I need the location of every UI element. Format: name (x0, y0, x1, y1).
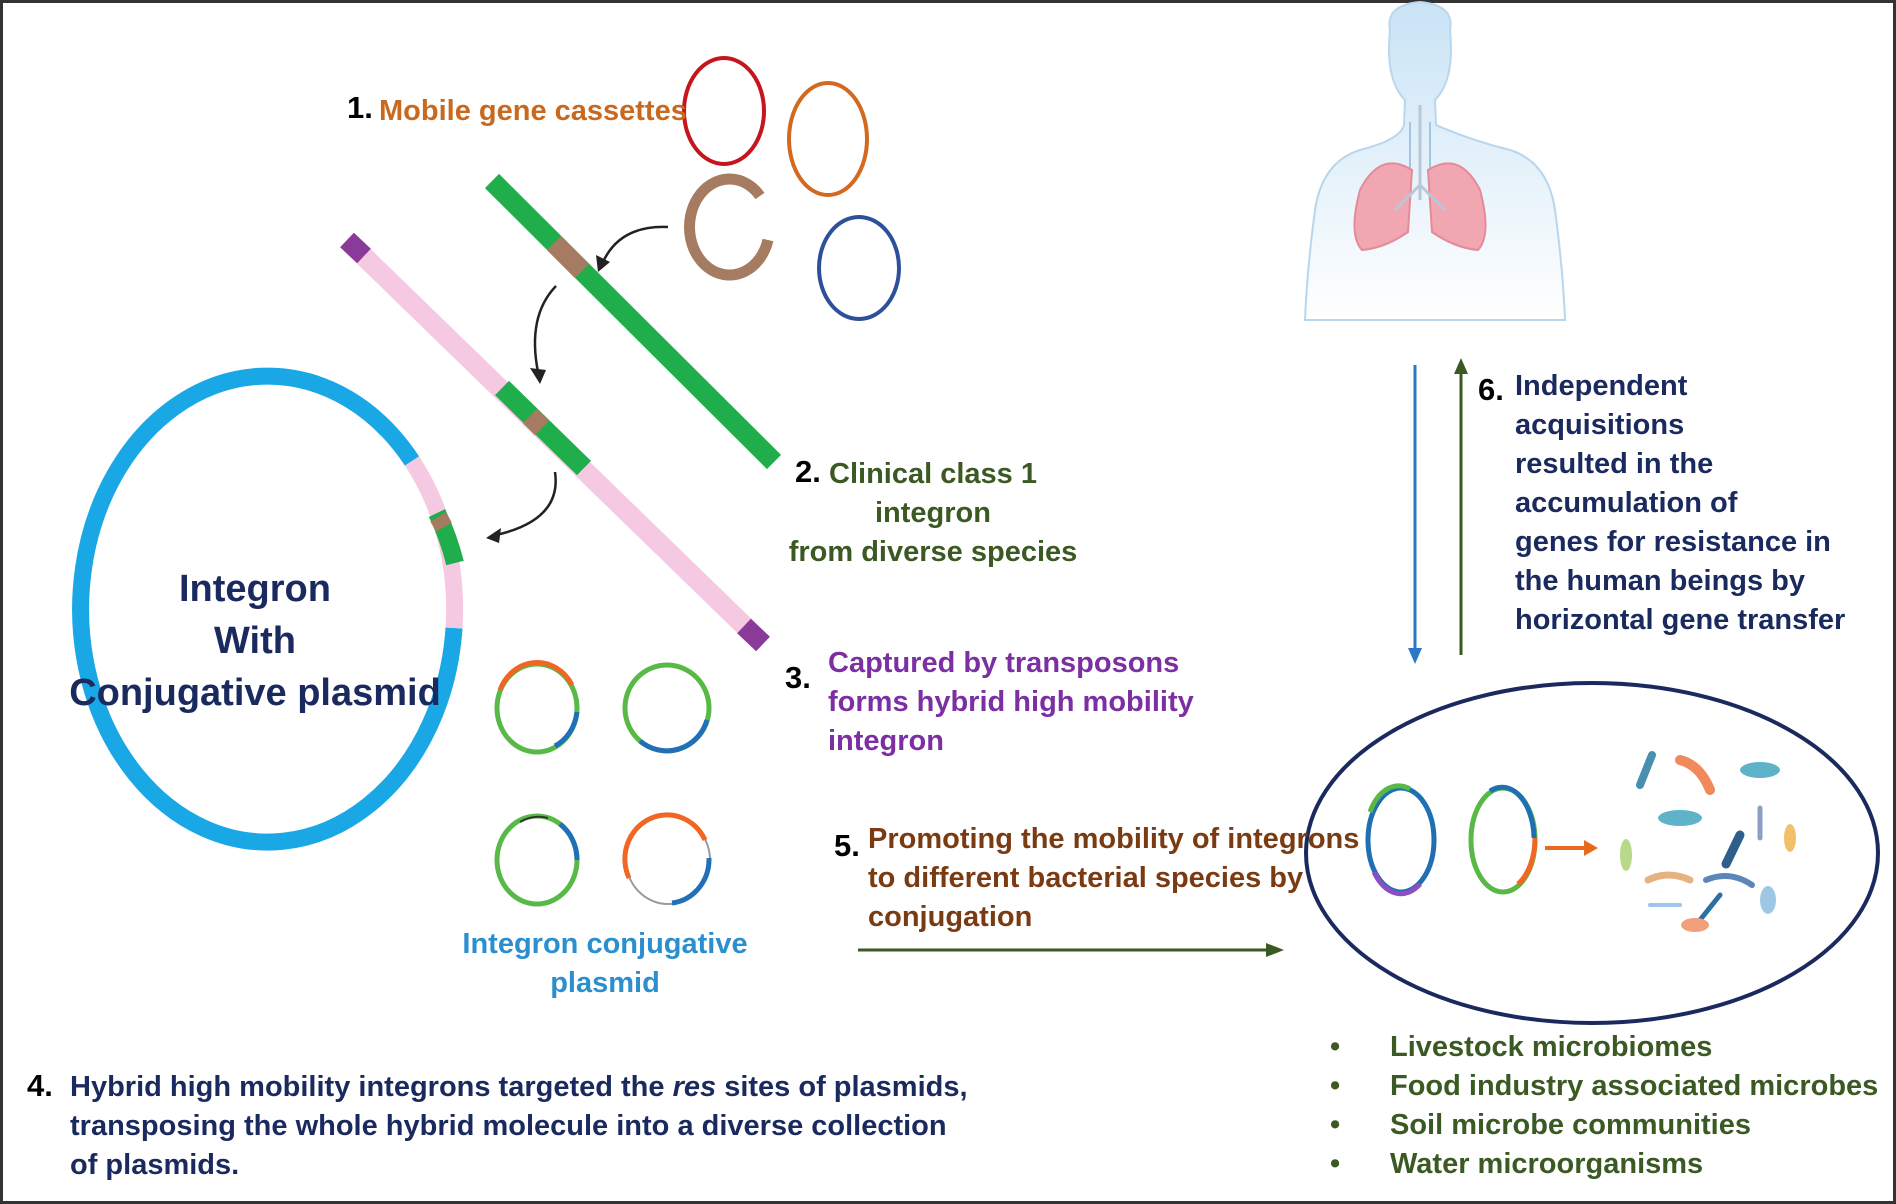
step4-number: 4. (27, 1068, 53, 1103)
list-item: •Soil microbe communities (1330, 1109, 1751, 1141)
arrow-icon (495, 471, 557, 537)
gene-cassettes (682, 56, 901, 321)
arrow-head (486, 528, 501, 543)
human-lungs-icon (1303, 0, 1567, 321)
bacteria-cluster-icon (1620, 751, 1796, 932)
arrow-head (530, 368, 546, 384)
small-plasmid-1 (494, 660, 580, 755)
arrow-head (1454, 358, 1468, 374)
small-plasmids (494, 660, 712, 907)
hybrid-integron (340, 232, 770, 652)
small-plasmid-4 (622, 812, 712, 906)
arrow-icon (601, 225, 669, 263)
step2-number: 2. (795, 454, 821, 489)
step3-label: Captured by transposons forms hybrid hig… (828, 647, 1194, 757)
bacterial-community (1304, 681, 1880, 1025)
step5-label: Promoting the mobility of integrons to d… (868, 823, 1360, 933)
community-plasmids (1365, 783, 1538, 897)
step2-label: Clinical class 1 integron from diverse s… (788, 458, 1078, 568)
step6-number: 6. (1478, 372, 1504, 407)
step3-number: 3. (785, 660, 811, 695)
small-plasmid-2 (622, 662, 712, 754)
list-item: •Food industry associated microbes (1330, 1070, 1879, 1102)
list-item: •Water microorganisms (1330, 1148, 1704, 1180)
flow-arrows-left (486, 225, 669, 543)
step6-label: Independent acquisitions resulted in the… (1515, 370, 1846, 636)
clinical-integron (484, 173, 782, 470)
big-plasmid (72, 367, 464, 851)
step1-label: Mobile gene cassettes (379, 95, 687, 127)
cassette-red (682, 56, 766, 166)
list-item: •Livestock microbiomes (1330, 1031, 1713, 1063)
arrow-head (596, 255, 610, 272)
small-plasmids-caption: Integron conjugative plasmid (462, 928, 748, 999)
small-plasmid-3 (494, 813, 580, 907)
step5-number: 5. (834, 828, 860, 863)
cassette-brown-open (684, 173, 774, 281)
arrow-head (1584, 840, 1598, 856)
environment-list: •Livestock microbiomes •Food industry as… (1330, 1028, 1878, 1184)
arrow-head (1266, 943, 1284, 957)
big-plasmid-label: Integron With Conjugative plasmid (69, 568, 441, 714)
arrow-icon (533, 285, 557, 373)
arrow-head (1408, 648, 1422, 664)
step1-number: 1. (347, 90, 373, 125)
cassette-orange (787, 81, 869, 197)
cassette-blue (817, 215, 901, 321)
step4-label: Hybrid high mobility integrons targeted … (70, 1071, 968, 1181)
